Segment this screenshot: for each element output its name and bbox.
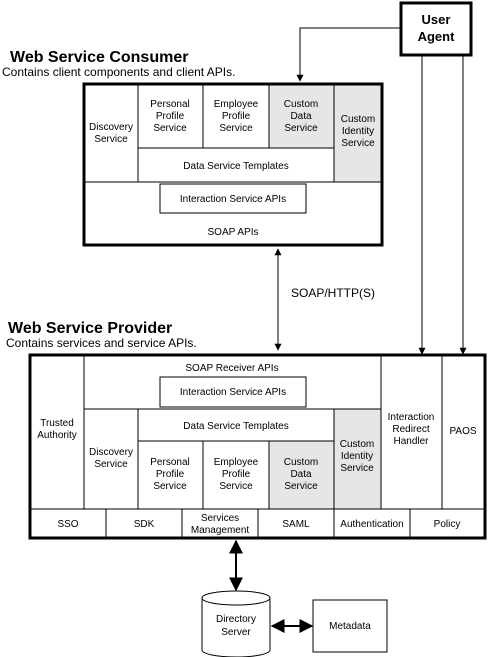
user-agent-label-2: Agent (418, 29, 456, 44)
consumer-custom-data-label-2: Data (290, 111, 312, 122)
consumer-block: Discovery Service Personal Profile Servi… (82, 82, 384, 247)
consumer-data-service-templates-label: Data Service Templates (183, 161, 288, 172)
provider-paos-cell (441, 354, 486, 510)
soap-http-label: SOAP/HTTP(S) (291, 286, 375, 300)
provider-employee-label-2: Profile (222, 469, 251, 480)
provider-custom-identity-cell (333, 408, 382, 510)
consumer-personal-label-1: Personal (150, 99, 189, 110)
consumer-interaction-apis-label: Interaction Service APIs (180, 194, 286, 205)
provider-custom-data-label-2: Data (290, 469, 312, 480)
provider-policy-label: Policy (434, 519, 461, 530)
user-agent-label-1: User (422, 12, 451, 27)
provider-interaction-apis-label: Interaction Service APIs (180, 387, 286, 398)
provider-services-management-label-2: Management (191, 525, 250, 536)
provider-custom-identity-label-3: Service (340, 463, 374, 474)
provider-trusted-authority-label-1: Trusted (40, 418, 74, 429)
provider-sdk-label: SDK (134, 519, 155, 530)
consumer-discovery-label-1: Discovery (89, 122, 133, 133)
consumer-interaction-apis-cell (159, 183, 307, 214)
provider-interaction-apis-cell (159, 376, 307, 408)
provider-personal-label-1: Personal (150, 457, 189, 468)
provider-services-management-cell (181, 508, 259, 539)
provider-title: Web Service Provider (8, 320, 172, 337)
consumer-custom-data-label-3: Service (284, 123, 318, 134)
consumer-employee-label-2: Profile (222, 111, 251, 122)
provider-discovery-label-1: Discovery (89, 447, 133, 458)
provider-subtitle: Contains services and service APIs. (6, 336, 197, 350)
provider-trusted-authority-label-2: Authority (37, 430, 76, 441)
provider-discovery-cell (83, 408, 139, 510)
consumer-data-service-templates-cell (137, 147, 335, 183)
consumer-employee-label-3: Service (219, 123, 253, 134)
consumer-title: Web Service Consumer (10, 49, 188, 66)
provider-saml-label: SAML (282, 519, 310, 530)
consumer-employee-profile-cell (202, 83, 270, 149)
consumer-subtitle: Contains client components and client AP… (2, 65, 235, 79)
provider-soap-receiver-label: SOAP Receiver APIs (185, 363, 278, 374)
provider-data-service-templates-label: Data Service Templates (183, 421, 288, 432)
provider-custom-data-cell (268, 440, 335, 510)
provider-redirect-label-1: Interaction (388, 412, 435, 423)
provider-discovery-label-2: Service (94, 459, 128, 470)
provider-employee-label-1: Employee (214, 457, 259, 468)
directory-server-label-1: Directory (216, 614, 256, 625)
provider-interaction-redirect-cell (380, 354, 443, 510)
directory-server-cylinder: Directory Server (201, 590, 271, 657)
provider-block: Trusted Authority SOAP Receiver APIs Int… (28, 353, 487, 540)
provider-sso-cell (29, 508, 107, 539)
metadata-box: Metadata (312, 599, 388, 653)
provider-paos-label: PAOS (449, 426, 476, 437)
consumer-personal-label-3: Service (153, 123, 187, 134)
directory-server-label-2: Server (221, 627, 251, 638)
provider-outer-border (28, 353, 487, 540)
consumer-custom-identity-label-1: Custom (341, 114, 375, 125)
consumer-custom-data-cell (268, 83, 335, 149)
provider-redirect-label-2: Redirect (392, 424, 429, 435)
consumer-personal-label-2: Profile (156, 111, 185, 122)
consumer-custom-identity-label-2: Identity (342, 126, 374, 137)
consumer-outer-border (82, 82, 384, 247)
provider-authentication-label: Authentication (340, 519, 403, 530)
metadata-label: Metadata (329, 621, 371, 632)
provider-custom-data-label-1: Custom (284, 457, 318, 468)
user-agent-to-consumer-arrow (296, 27, 401, 82)
provider-custom-identity-label-1: Custom (340, 439, 374, 450)
consumer-discovery-cell (83, 83, 139, 183)
provider-saml-cell (257, 508, 335, 539)
provider-sdk-cell (105, 508, 183, 539)
consumer-soap-apis-label: SOAP APIs (208, 227, 259, 238)
provider-custom-identity-label-2: Identity (341, 451, 373, 462)
provider-personal-label-2: Profile (156, 469, 185, 480)
provider-personal-label-3: Service (153, 481, 187, 492)
provider-employee-label-3: Service (219, 481, 253, 492)
provider-sso-label: SSO (57, 519, 78, 530)
consumer-custom-data-label-1: Custom (284, 99, 318, 110)
consumer-discovery-label-2: Service (94, 134, 128, 145)
provider-personal-profile-cell (137, 440, 204, 510)
provider-redirect-label-3: Handler (393, 436, 429, 447)
consumer-custom-identity-label-3: Service (341, 138, 375, 149)
user-agent-box: User Agent (399, 1, 473, 57)
provider-services-management-label-1: Services (201, 513, 239, 524)
consumer-employee-label-1: Employee (214, 99, 259, 110)
provider-custom-data-label-3: Service (284, 481, 318, 492)
